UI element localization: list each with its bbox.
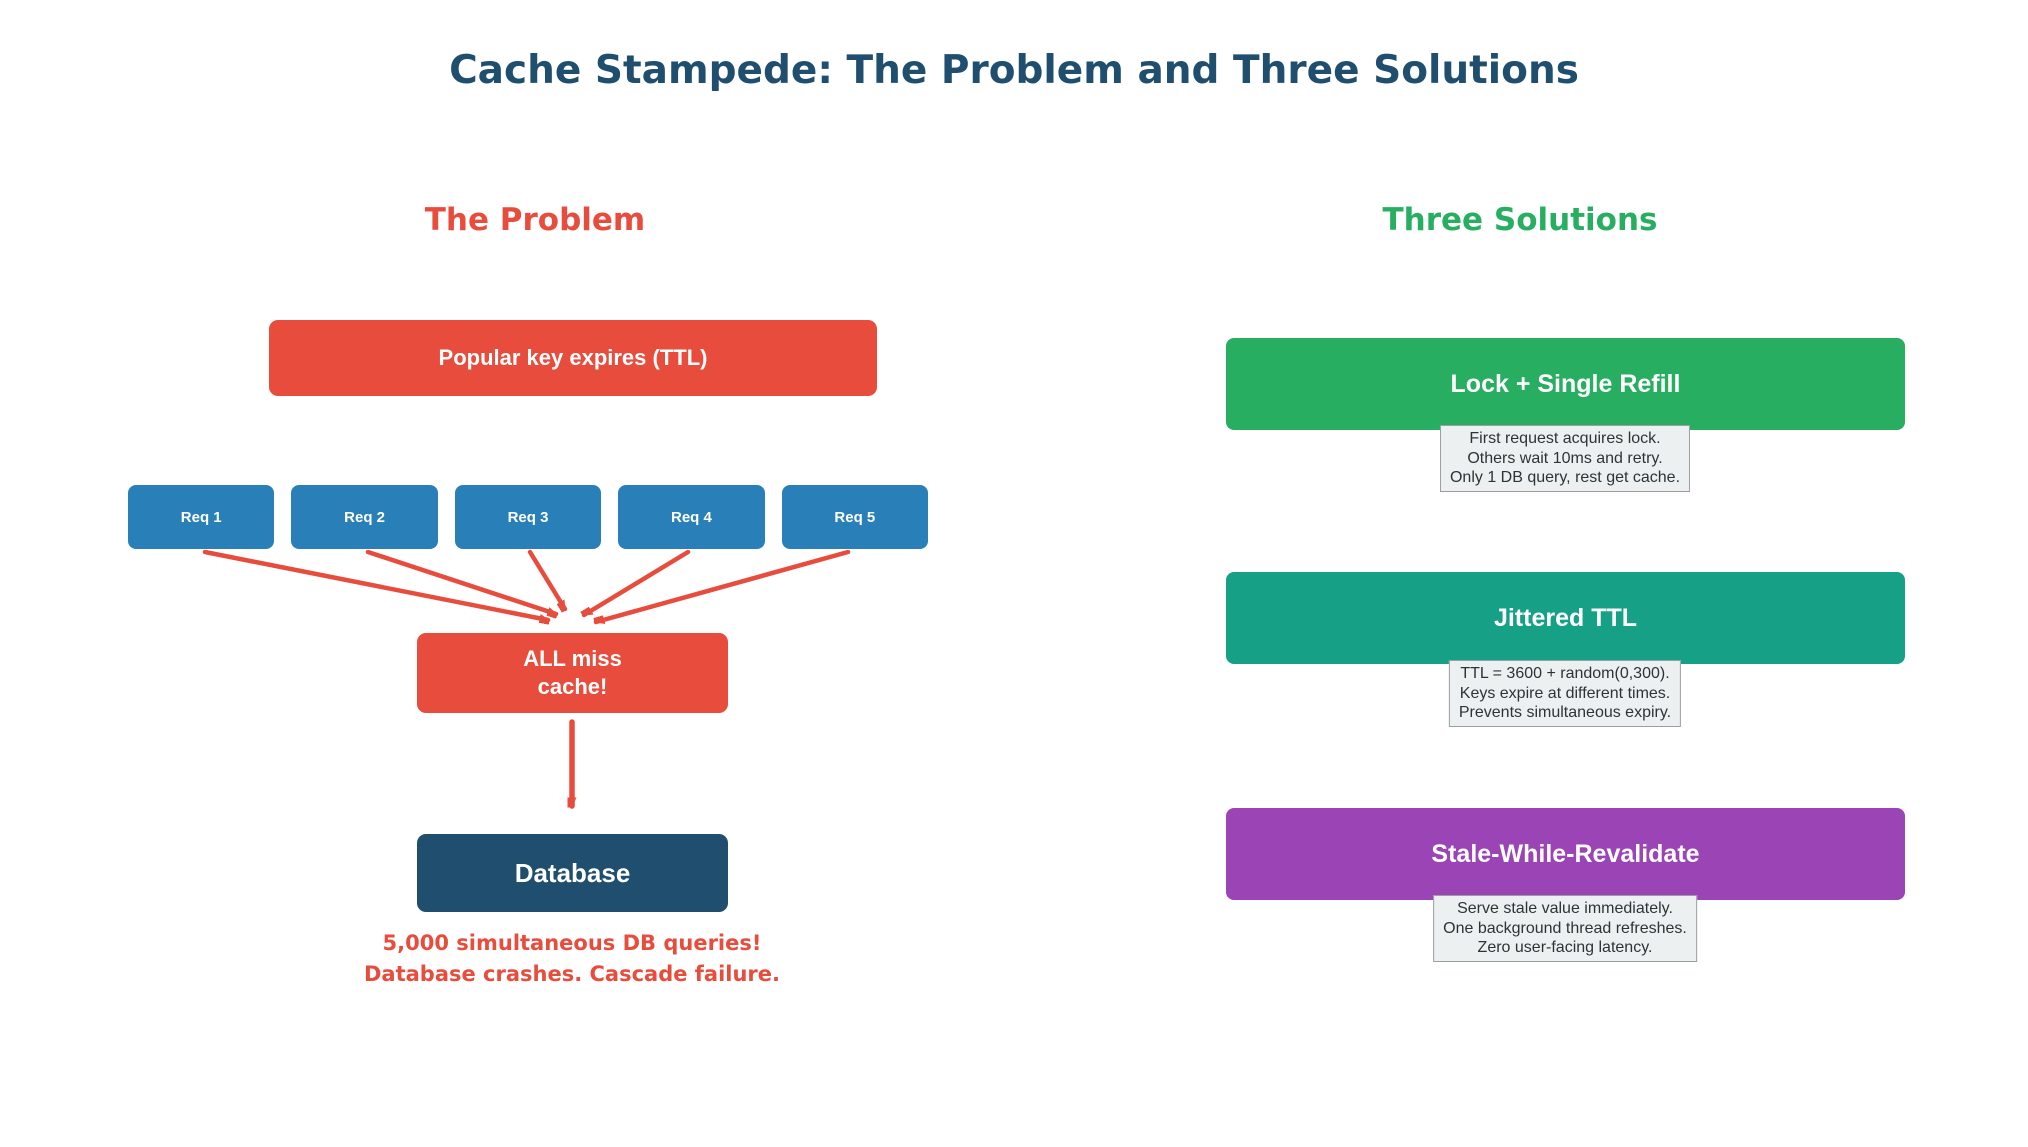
note-line: Others wait 10ms and retry.: [1467, 449, 1663, 467]
arrow-req2-miss: [365, 549, 556, 614]
request-row: Req 1 Req 2 Req 3 Req 4 Req 5: [128, 485, 929, 549]
failure-caption-line2: Database crashes. Cascade failure.: [363, 962, 781, 986]
arrow-req4-miss: [584, 549, 691, 615]
req-5-box: Req 5: [781, 485, 929, 549]
note-line: Prevents simultaneous expiry.: [1458, 704, 1672, 721]
solution-swr-note: Serve stale value immediately. One backg…: [1433, 895, 1697, 962]
arrow-req3-miss: [527, 549, 565, 609]
note-line: Serve stale value immediately.: [1457, 900, 1673, 917]
req-1-box: Req 1: [128, 485, 275, 549]
note-line: One background thread refreshes.: [1443, 919, 1687, 937]
page-title: Cache Stampede: The Problem and Three So…: [449, 48, 1579, 93]
arrow-req5-miss: [596, 549, 851, 625]
solutions-heading: Three Solutions: [1382, 202, 1658, 238]
solution-swr-box: Stale-While-Revalidate: [1226, 808, 1905, 900]
req-3-box: Req 3: [454, 485, 602, 549]
arrow-req1-miss: [202, 549, 548, 620]
req-2-box: Req 2: [291, 485, 438, 549]
problem-heading: The Problem: [424, 202, 646, 238]
solution-jitter-box: Jittered TTL: [1226, 572, 1905, 664]
solution-lock-note: First request acquires lock. Others wait…: [1439, 425, 1691, 492]
all-miss-line2: cache!: [537, 674, 608, 699]
note-line: TTL = 3600 + random(0,300).: [1460, 665, 1670, 682]
solution-jitter-note: TTL = 3600 + random(0,300). Keys expire …: [1448, 660, 1682, 727]
database-box: Database: [417, 834, 728, 912]
all-miss-line1: ALL miss: [523, 646, 622, 671]
all-miss-box: ALL miss cache!: [417, 633, 728, 713]
trigger-expiry-box: Popular key expires (TTL): [269, 320, 877, 396]
solution-lock-box: Lock + Single Refill: [1226, 338, 1905, 430]
note-line: Zero user-facing latency.: [1477, 939, 1653, 956]
failure-caption: 5,000 simultaneous DB queries! Database …: [322, 928, 822, 990]
note-line: Keys expire at different times.: [1459, 684, 1671, 702]
note-line: Only 1 DB query, rest get cache.: [1449, 469, 1681, 486]
req-4-box: Req 4: [618, 485, 765, 549]
note-line: First request acquires lock.: [1469, 430, 1661, 447]
failure-caption-line1: 5,000 simultaneous DB queries!: [382, 931, 762, 955]
